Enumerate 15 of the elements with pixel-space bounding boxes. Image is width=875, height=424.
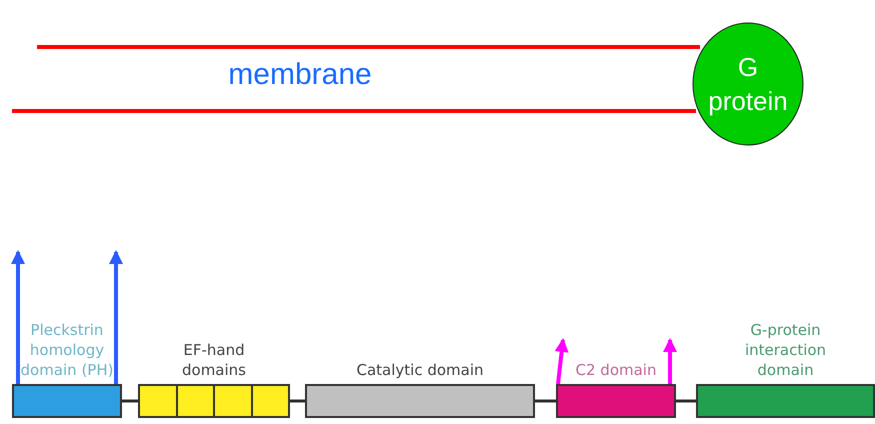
connector-line <box>535 400 556 402</box>
arrow <box>554 338 569 384</box>
connector-line <box>290 400 305 402</box>
arrow <box>11 250 25 384</box>
domain-label: C2 domain <box>574 360 658 380</box>
protein-ellipse: G protein <box>692 22 804 146</box>
membrane-label: membrane <box>227 58 373 92</box>
domain-label: G-protein interaction domain <box>744 320 828 380</box>
connector-line <box>122 400 138 402</box>
arrow <box>109 250 123 384</box>
domain-label: EF-hand domains <box>181 340 247 380</box>
arrow <box>663 338 677 384</box>
domain-label: Catalytic domain <box>355 360 485 380</box>
connector-line <box>676 400 696 402</box>
domain-label: Pleckstrin homology domain (PH) <box>20 320 114 380</box>
